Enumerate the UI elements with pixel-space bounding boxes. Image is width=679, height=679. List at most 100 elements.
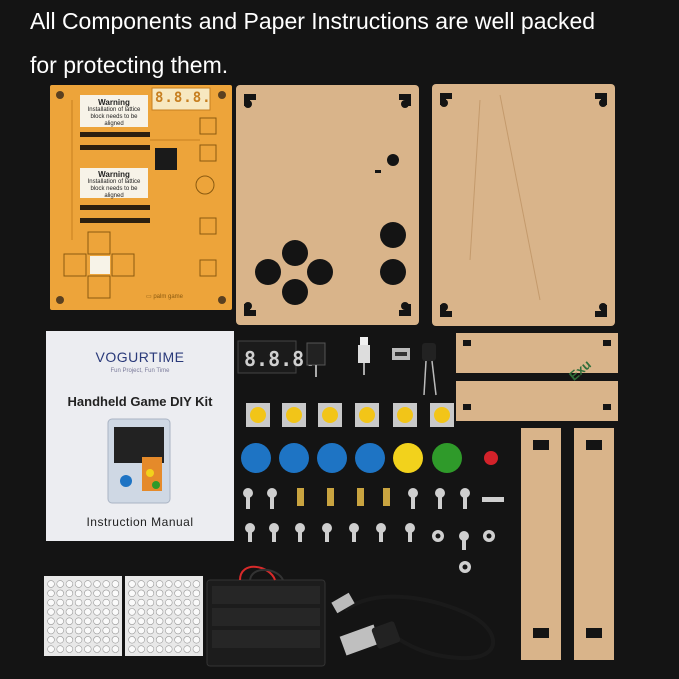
led-dot [74,608,83,616]
led-dot [128,580,136,588]
led-dot [93,589,101,597]
led-dot [128,636,136,644]
led-dot [56,636,64,644]
led-dot [84,580,92,588]
led-dot [128,617,136,625]
led-dot [128,608,136,616]
manual-brand: VOGURTIME [95,349,185,365]
led-dot [74,645,83,653]
led-dot [137,580,145,588]
svg-text:8.8.8.: 8.8.8. [244,347,316,371]
led-dot [192,645,201,653]
led-dot [165,626,173,635]
led-dot [65,626,74,635]
led-dot [65,617,74,625]
manual-device-image [107,418,171,504]
led-dot [183,580,191,588]
led-dot [165,645,173,653]
acrylic-front-panel [236,85,419,325]
led-dot [102,626,110,635]
acrylic-vertical-strips [521,428,614,660]
led-dot [128,589,136,597]
led-dot [56,645,64,653]
led-dot [165,617,173,625]
led-dot [137,617,145,625]
led-dot [93,598,101,607]
pcb-warning-title: Warning [98,98,130,107]
led-dot [146,589,155,597]
led-dot [183,589,191,597]
led-dot [192,598,201,607]
led-dot [192,636,201,644]
manual-footer: Instruction Manual [86,515,194,529]
instruction-manual: VOGURTIME Fun Project, Fun Time Handheld… [46,331,234,541]
led-dot [174,608,182,616]
seven-segment-display: 8.8.8. [237,340,316,374]
pcb-warning-line-1: Installation of lattice [87,107,141,113]
power-switch [306,342,326,377]
led-dot [174,626,182,635]
led-dot [155,580,164,588]
led-dot [56,617,64,625]
led-dot [165,580,173,588]
led-dot [137,589,145,597]
led-dot [93,626,101,635]
led-dot [165,608,173,616]
led-dot [102,580,110,588]
push-switch [358,337,370,375]
led-dot [47,580,55,588]
pcb-warning-line-1: Installation of lattice [87,179,141,185]
battery-holder [206,565,326,667]
pcb-warning-line-3: aligned [104,121,124,127]
led-dot [65,645,74,653]
led-dot [174,598,182,607]
led-dot [102,636,110,644]
led-dot [65,636,74,644]
led-dot [84,589,92,597]
pcb-warning-title: Warning [98,170,130,179]
led-dot [84,626,92,635]
pcb-warning-line-3: aligned [104,193,124,199]
led-dot [183,636,191,644]
led-dot [146,598,155,607]
led-dot [174,589,182,597]
led-dot [183,626,191,635]
led-dot [47,598,55,607]
led-dot [137,645,145,653]
led-dot [111,598,120,607]
headline-line-1: All Components and Paper Instructions ar… [30,8,596,34]
led-dot [174,580,182,588]
led-dot [65,598,74,607]
manual-title: Handheld Game DIY Kit [67,394,213,409]
led-dot [155,636,164,644]
led-dot [56,580,64,588]
led-dot [146,580,155,588]
led-dot [65,589,74,597]
led-dot [47,617,55,625]
capacitor [422,343,437,396]
led-dot [111,617,120,625]
led-dot [174,645,182,653]
led-dot [93,580,101,588]
led-dot [74,626,83,635]
led-dot [84,608,92,616]
led-dot [74,617,83,625]
led-dot [146,645,155,653]
led-dot [84,598,92,607]
pcb-warning-line-2: block needs to be [90,114,138,120]
led-dot [74,636,83,644]
usb-connector [392,348,410,360]
led-matrix-modules [44,576,203,656]
led-dot [146,617,155,625]
led-dot [65,580,74,588]
led-dot [93,608,101,616]
led-dot [47,645,55,653]
led-dot [183,645,191,653]
led-dot [84,636,92,644]
led-dot [165,589,173,597]
led-dot [102,589,110,597]
led-dot [183,598,191,607]
led-dot [155,645,164,653]
led-dot [93,636,101,644]
led-dot [84,617,92,625]
